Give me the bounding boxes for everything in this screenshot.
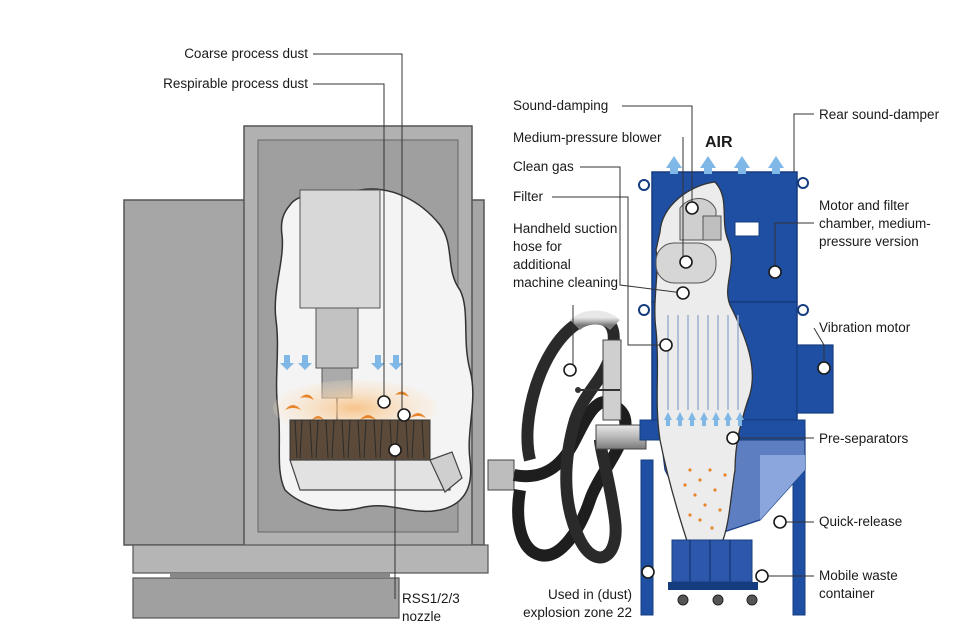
marker-coarse-dust (397, 408, 411, 422)
hose-loop-inner (521, 312, 622, 564)
machine-base-lower (132, 577, 400, 619)
label-rear-sound-damper: Rear sound-damper (819, 107, 940, 122)
label-vibration-motor: Vibration motor (819, 320, 911, 335)
airflow-down-arrows (280, 355, 403, 370)
air-outlet-arrows (666, 156, 784, 174)
marker-explosion-zone (641, 565, 655, 579)
marker-clean-gas (676, 286, 690, 300)
hand-tube (602, 339, 622, 421)
marker-quick-release (773, 515, 787, 529)
leader-lines (313, 53, 825, 599)
marker-respirable-dust (377, 395, 391, 409)
label-air: AIR (705, 134, 733, 151)
castor-wheels (677, 594, 758, 606)
spindle (315, 307, 359, 369)
label-respirable-dust: Respirable process dust (163, 76, 308, 91)
filter-bags (667, 315, 739, 410)
inlet-pipe (595, 424, 647, 450)
marker-sound-damping (685, 201, 699, 215)
marker-blower (679, 255, 693, 269)
label-filter: Filter (513, 189, 543, 204)
marker-waste-container (755, 569, 769, 583)
vibration-motor-box (796, 344, 834, 414)
dust-extractor (638, 156, 834, 616)
callout-markers (377, 201, 831, 583)
label-explosion-zone: Used in (dust) explosion zone 22 (523, 587, 632, 620)
machine-base-upper (132, 544, 489, 574)
leg-left (640, 459, 654, 616)
marker-hose (563, 363, 577, 377)
label-motor-filter-chamber: Motor and filter chamber, medium-pressur… (819, 198, 931, 249)
label-sound-damping: Sound-damping (513, 98, 609, 113)
marker-nozzle (388, 443, 402, 457)
marker-motor-chamber (768, 265, 782, 279)
label-medium-pressure-blower: Medium-pressure blower (513, 130, 662, 145)
filter-airflow-arrows (664, 412, 744, 426)
label-clean-gas: Clean gas (513, 159, 574, 174)
label-mobile-waste-container: Mobile waste container (819, 568, 898, 601)
marker-vibration-motor (817, 361, 831, 375)
label-pre-separators: Pre-separators (819, 431, 909, 446)
label-coarse-dust: Coarse process dust (184, 46, 308, 61)
spindle-head (299, 189, 381, 309)
label-handheld-hose: Handheld suction hose for additional mac… (513, 221, 619, 290)
machine-base-gap (170, 573, 390, 578)
label-quick-release: Quick-release (819, 514, 903, 529)
marker-filter (659, 338, 673, 352)
machine-tool (123, 125, 489, 619)
hose-connector (487, 459, 515, 491)
suction-hose (487, 310, 647, 564)
marker-pre-separators (726, 431, 740, 445)
waste-container (671, 539, 753, 583)
brand-logo (734, 221, 760, 237)
label-nozzle: RSS1/2/3 nozzle (402, 591, 460, 624)
separated-dust (683, 468, 727, 530)
brush-nozzle (289, 419, 463, 493)
